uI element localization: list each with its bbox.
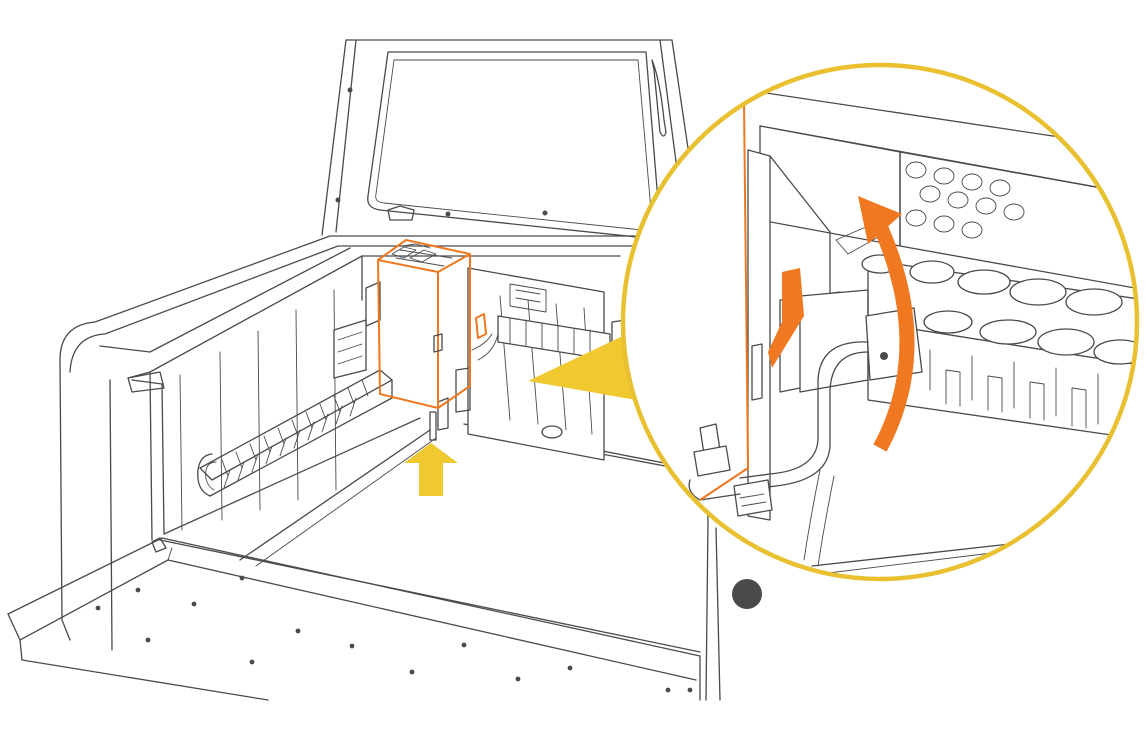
front-panel: [7, 537, 701, 701]
arrow-up-icon: [404, 443, 458, 496]
laser-module: [333, 267, 641, 461]
curved-arrow-icon: [858, 196, 915, 452]
zoom-callout: [620, 62, 1140, 582]
machine-body: [7, 39, 762, 701]
drag-chain-detail: [861, 254, 1137, 441]
zoom-ring: [620, 62, 1140, 582]
work-area: [163, 329, 762, 701]
latch-tab: [768, 268, 804, 368]
triangle-pointer-icon: [528, 324, 648, 400]
drag-chain: [197, 369, 393, 497]
highlighted-module: [377, 239, 487, 409]
